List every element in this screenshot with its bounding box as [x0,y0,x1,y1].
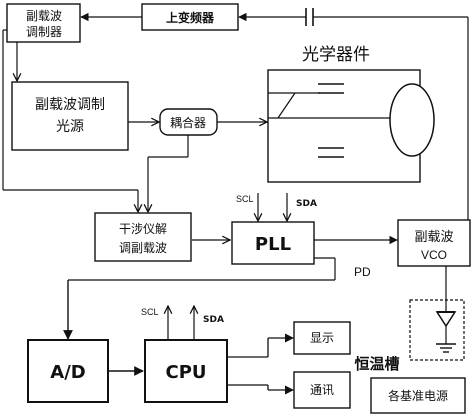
pll-label: PLL [255,234,291,255]
coupler-label: 耦合器 [170,115,206,130]
communication-block [293,371,351,409]
subcarrier-vco-block [397,219,471,267]
ad-label: A/D [50,362,85,383]
interferometer-demod-block [94,212,192,262]
interferometer-label-2: 调副载波 [119,241,167,255]
vco-label-1: 副载波 [414,230,453,245]
vco-label-2: VCO [421,248,447,262]
reference-power-label: 各基准电源 [388,388,448,403]
upconverter-label: 上变频器 [166,10,215,25]
pll-scl-label: SCL [236,194,254,204]
optical-cylinder [389,83,435,157]
subcarrier-modulator-label-1: 副载波 [26,9,62,23]
cpu-sda-label: SDA [203,315,224,325]
ad-block [27,339,109,403]
subcarrier-light-source-block [11,81,129,151]
thermostat-box [409,299,465,361]
pd-label: PD [354,265,371,279]
display-block [293,321,351,355]
subcarrier-modulator-block [6,3,81,43]
subcarrier-modulator-label-2: 调制器 [26,25,62,39]
light-source-label-2: 光源 [56,119,84,135]
optical-device-title: 光学器件 [302,45,370,65]
interferometer-label-1: 干涉仪解 [119,222,167,236]
reference-power-block [370,377,466,414]
cpu-label: CPU [165,362,206,383]
fiber-diag [277,92,296,119]
pll-block [231,221,315,265]
cpu-block [144,339,228,403]
communication-label: 通讯 [310,383,334,397]
pll-sda-label: SDA [296,199,317,209]
light-source-label-1: 副载波调制 [35,97,105,113]
thermostat-label: 恒温槽 [354,355,399,373]
display-label: 显示 [310,331,334,345]
cpu-scl-label: SCL [141,307,159,317]
